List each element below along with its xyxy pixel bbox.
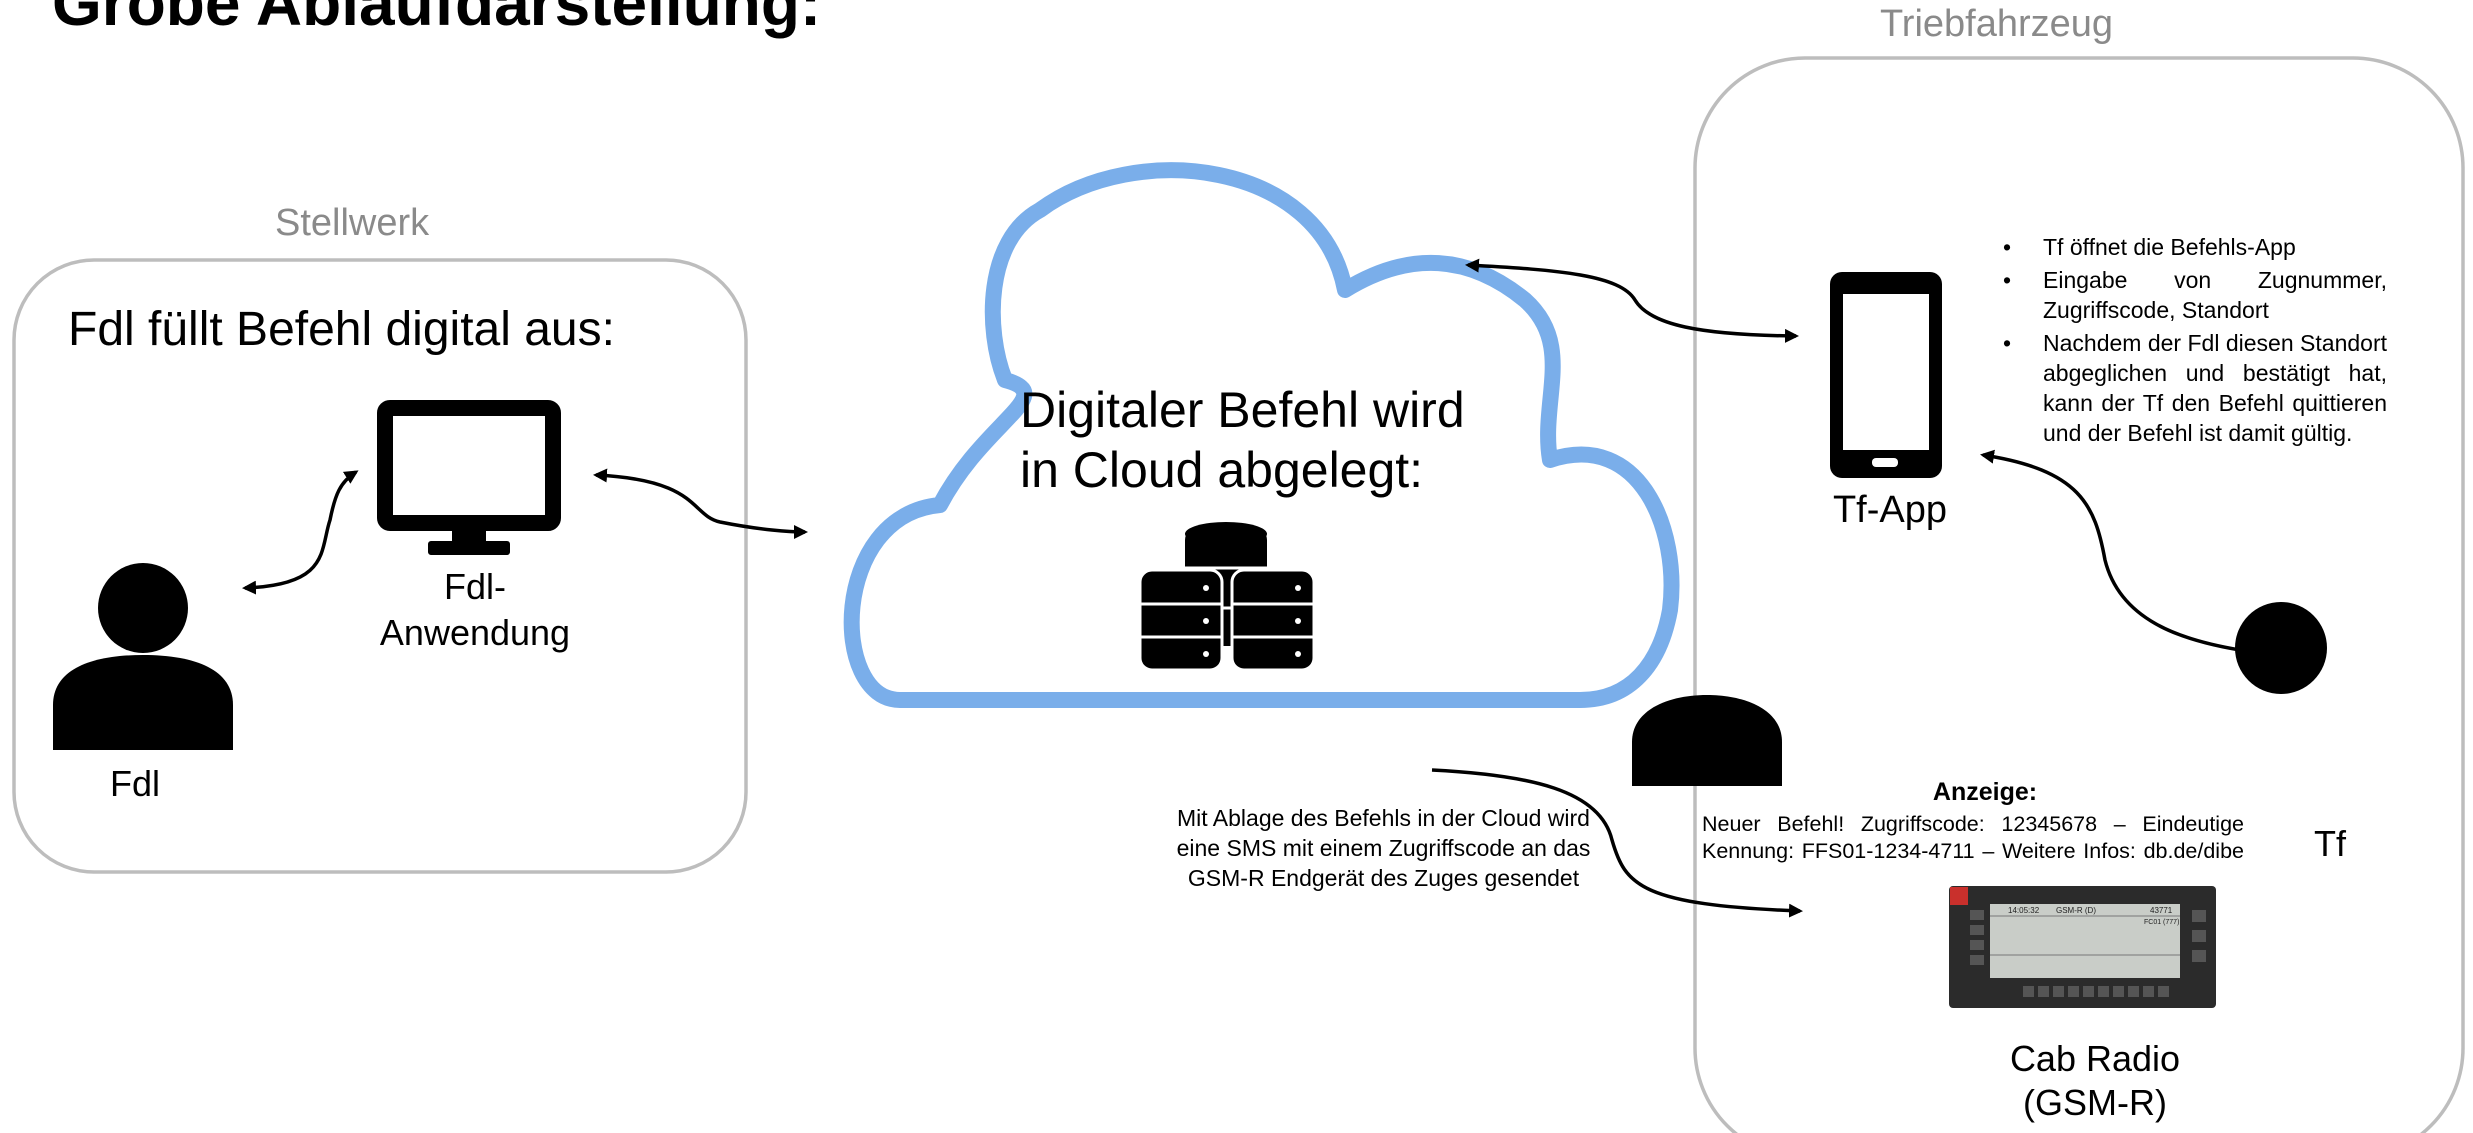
radio-network: GSM-R (D) <box>2056 906 2096 915</box>
display-message: Neuer Befehl! Zugriffscode: 12345678 – E… <box>1702 812 2244 863</box>
arrow-cloud-app <box>1465 258 1799 343</box>
app-step: Nachdem der Fdl diesen Standort abgeglic… <box>2003 328 2387 448</box>
group-label-triebfahrzeug: Triebfahrzeug <box>1880 3 2114 45</box>
fdl-label: Fdl <box>109 763 160 804</box>
triebfahrzeug-box <box>1693 56 2465 1133</box>
anwendung-label-line2: Anwendung <box>379 612 571 653</box>
cloud-text-line1: Digitaler Befehl wird <box>1020 382 1465 438</box>
page-title: Grobe Ablaufdarstellung: <box>52 0 822 39</box>
app-label: Tf-App <box>1832 489 1948 531</box>
arrow-cloud-radio <box>1431 768 1803 918</box>
radio-time: 14:05:32 <box>2008 906 2040 915</box>
radio-label-line2: (GSM-R) <box>2023 1082 2167 1123</box>
tf-label: Tf <box>2314 823 2346 864</box>
display-title: Anzeige: <box>1932 778 2038 806</box>
app-steps-list: Tf öffnet die Befehls-App Eingabe von Zu… <box>2003 232 2387 451</box>
person-icon <box>1632 602 2327 786</box>
person-icon <box>53 563 233 750</box>
arrow-tf-app <box>1980 449 2241 652</box>
app-step: Eingabe von Zugnummer, Zugriffscode, Sta… <box>2003 265 2387 325</box>
radio-number: 43771 <box>2150 906 2173 915</box>
arrow-monitor-cloud <box>593 468 808 539</box>
stellwerk-box <box>12 258 748 874</box>
cab-radio-icon: 14:05:32 GSM-R (D) 43771 FC01 (777) <box>1949 886 2216 1008</box>
smartphone-icon <box>1830 272 1942 478</box>
cloud-text: Digitaler Befehl wird in Cloud abgelegt: <box>1020 380 1490 500</box>
radio-label-line1: Cab Radio <box>2009 1038 2181 1079</box>
monitor-icon <box>377 400 561 555</box>
database-icon <box>1138 522 1316 672</box>
arrow-fdl-monitor <box>242 470 359 595</box>
radio-id-line: FC01 (777) <box>2144 919 2179 926</box>
cloud-icon <box>843 162 1680 708</box>
sms-note: Mit Ablage des Befehls in der Cloud wird… <box>1176 805 1591 891</box>
stellwerk-heading: Fdl füllt Befehl digital aus: <box>68 303 615 356</box>
anwendung-label-line1: Fdl- <box>444 566 506 607</box>
group-label-stellwerk: Stellwerk <box>275 202 430 244</box>
cloud-text-line2: in Cloud abgelegt: <box>1020 442 1424 498</box>
app-step: Tf öffnet die Befehls-App <box>2003 232 2387 262</box>
